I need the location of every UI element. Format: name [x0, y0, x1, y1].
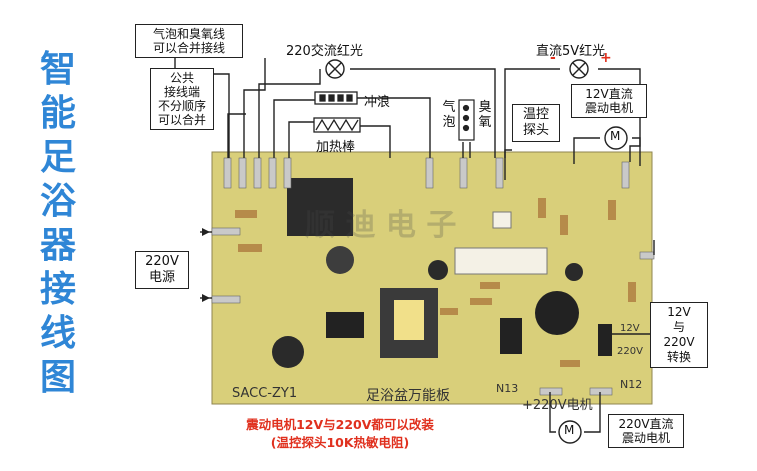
- resistors: [235, 198, 636, 367]
- label-line: 220V: [145, 254, 179, 269]
- board-n13: N13: [496, 382, 519, 395]
- bubble-label: 气 泡: [442, 100, 456, 130]
- surf-symbol: [314, 91, 358, 105]
- board-motor-label: +220V电机: [522, 398, 593, 413]
- minus-sign: -: [550, 50, 556, 66]
- title-char: 接: [39, 269, 76, 310]
- label-line: 探头: [522, 123, 549, 138]
- label-line: 转换: [666, 350, 691, 364]
- capacitor: [326, 246, 354, 274]
- label-line: 温控: [522, 107, 549, 122]
- label-line: 可以合并: [157, 113, 206, 127]
- power-220v-label: 220V 电源: [135, 251, 189, 289]
- note-temp-probe: (温控探头10K热敏电阻): [270, 435, 410, 450]
- label-line: 气泡和臭氧线: [152, 27, 225, 41]
- temp-connector: [492, 211, 512, 229]
- capacitor: [428, 260, 448, 280]
- note-motor: 震动电机12V与220V都可以改装: [246, 417, 434, 432]
- bubble-ozone-connector: [458, 99, 475, 141]
- lamp-220-label: 220交流红光: [286, 44, 363, 59]
- ic-chip: [326, 312, 364, 338]
- label-line: 220V: [663, 335, 695, 349]
- label-line: 接线端: [163, 85, 200, 99]
- title-char: 图: [39, 357, 76, 398]
- title-char: 器: [39, 225, 76, 266]
- ic-chip: [500, 318, 522, 354]
- label-line: 12V直流: [585, 87, 633, 101]
- capacitor: [565, 263, 583, 281]
- motor-12v-symbol-text: M: [610, 129, 621, 143]
- label-char: 气: [442, 100, 456, 115]
- motor-220v-label: 220V直流 震动电机: [608, 414, 684, 448]
- label-line: 震动电机: [584, 101, 633, 115]
- motor-220v-symbol-text: M: [564, 423, 575, 437]
- transformer: [287, 178, 353, 236]
- power-arrows: [202, 228, 210, 302]
- buzzer: [535, 291, 579, 335]
- board-12v: 12V: [620, 323, 640, 334]
- title-char: 线: [39, 313, 76, 354]
- board-name: 足浴盆万能板: [366, 388, 450, 404]
- title-char: 足: [39, 137, 76, 178]
- coil: [394, 300, 424, 340]
- motor-220v-symbol: [558, 420, 582, 444]
- label-line: 与: [672, 320, 685, 334]
- heater-symbol: [313, 117, 361, 133]
- lamp-5v: [569, 59, 589, 79]
- label-char: 臭: [478, 100, 492, 115]
- lamp-220: [325, 59, 345, 79]
- page-title: 智 能 足 浴 器 接 线 图: [36, 48, 80, 400]
- plus-sign: +: [600, 50, 612, 66]
- label-line: 震动电机: [621, 431, 670, 445]
- label-line: 12V: [667, 305, 691, 319]
- capacitor: [272, 336, 304, 368]
- label-line: 公共: [169, 71, 194, 85]
- connector-block: [454, 247, 548, 275]
- bubble-ozone-label: 气泡和臭氧线 可以合并接线: [135, 24, 243, 58]
- heater-label: 加热棒: [316, 140, 356, 155]
- ozone-label: 臭 氧: [478, 100, 492, 130]
- voltage-switch-label: 12V 与 220V 转换: [650, 302, 708, 368]
- label-line: 电源: [148, 270, 175, 285]
- title-char: 浴: [39, 181, 76, 222]
- motor-12v-label: 12V直流 震动电机: [571, 84, 647, 118]
- label-line: 220V直流: [618, 417, 674, 431]
- temp-probe-label: 温控 探头: [512, 104, 560, 142]
- title-char: 能: [39, 93, 76, 134]
- surf-label: 冲浪: [364, 95, 391, 110]
- wires: [174, 58, 655, 433]
- board-n12: N12: [620, 378, 643, 391]
- jumper: [598, 324, 612, 356]
- label-line: 可以合并接线: [152, 41, 225, 55]
- label-char: 氧: [478, 115, 492, 130]
- board-220v: 220V: [617, 346, 643, 357]
- label-char: 泡: [442, 115, 456, 130]
- motor-12v-symbol: [604, 126, 628, 150]
- label-line: 不分顺序: [157, 99, 206, 113]
- terminal-pins: [211, 157, 655, 396]
- common-terminal-label: 公共 接线端 不分顺序 可以合并: [150, 68, 214, 130]
- lamp-5v-label: 直流5V红光: [536, 44, 606, 59]
- board-model: SACC-ZY1: [232, 386, 298, 401]
- board-watermark: 顺 迪 电 子: [305, 208, 457, 243]
- title-char: 智: [39, 49, 76, 90]
